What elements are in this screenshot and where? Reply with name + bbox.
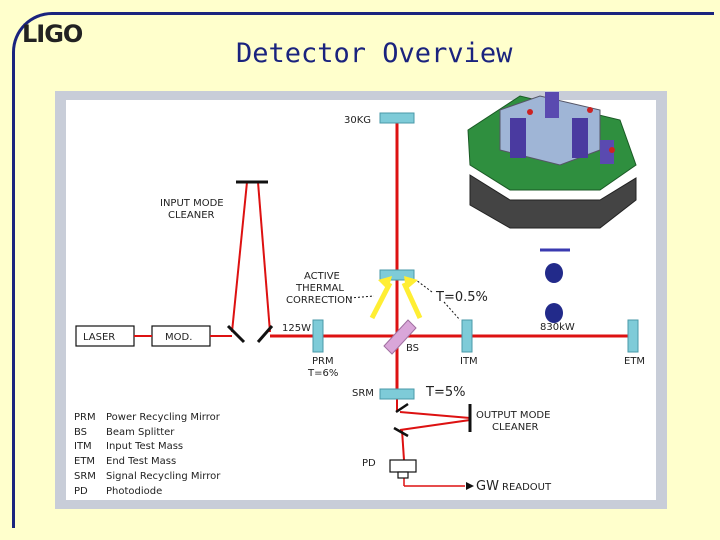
label-t-itm: T=0.5% [435, 290, 488, 305]
imc-left-mirror [226, 324, 246, 344]
pointer-t-itm [415, 279, 433, 293]
label-prm-t: T=6% [307, 368, 338, 379]
label-bs: BS [406, 343, 419, 354]
itm-vertical-mirror [379, 269, 415, 281]
label-readout: READOUT [502, 482, 552, 493]
arrow-head-right-icon [404, 276, 418, 290]
imc-beam-right [257, 181, 271, 333]
etm-mirror [627, 319, 639, 353]
label-imc-1: INPUT MODE [160, 198, 224, 209]
label-pd: PD [362, 458, 376, 469]
page-title: Detector Overview [236, 38, 513, 69]
pointer-itm [443, 301, 461, 321]
label-active-3: CORRECTION [286, 295, 352, 306]
srm-mirror [379, 388, 415, 400]
imc-beam-left [231, 181, 248, 333]
omc-beam-top [399, 411, 471, 419]
omc-beam-bottom [399, 419, 471, 431]
itm-mirror [461, 319, 473, 353]
label-omc-2: CLEANER [492, 422, 539, 433]
label-mod: MOD. [165, 332, 192, 343]
beam-splitter [383, 319, 417, 355]
label-active-1: ACTIVE [304, 271, 340, 282]
end-mirror-top [379, 112, 415, 124]
label-laser: LASER [83, 332, 115, 343]
label-active-2: THERMAL [295, 283, 344, 294]
omc-mirror-1 [395, 402, 409, 414]
label-omc-1: OUTPUT MODE [476, 410, 550, 421]
suspension-assembly-image [467, 92, 637, 323]
pd-beam [401, 429, 405, 461]
label-itm: ITM [460, 356, 478, 367]
slide-frame-left [12, 58, 15, 528]
photodiode-box [389, 459, 417, 473]
label-gw: GW [476, 479, 499, 494]
slide-frame-top [92, 12, 714, 15]
omc-mirror-2 [393, 426, 409, 438]
label-etm: ETM [624, 356, 645, 367]
label-830kw: 830kW [540, 322, 575, 333]
gw-arrow-icon [466, 482, 474, 490]
ligo-logo: LIGO [22, 20, 83, 48]
arrow-head-left-icon [378, 276, 392, 290]
pointer-active [349, 295, 375, 299]
prm-mirror [312, 319, 324, 353]
label-prm: PRM [312, 356, 334, 367]
label-125w: 125W [282, 323, 311, 334]
photodiode-base [397, 471, 409, 479]
label-imc-2: CLEANER [168, 210, 215, 221]
imc-right-mirror [256, 325, 274, 343]
label-30kg: 30KG [344, 115, 371, 126]
label-t-srm: T=5% [425, 385, 465, 400]
label-srm: SRM [352, 388, 374, 399]
